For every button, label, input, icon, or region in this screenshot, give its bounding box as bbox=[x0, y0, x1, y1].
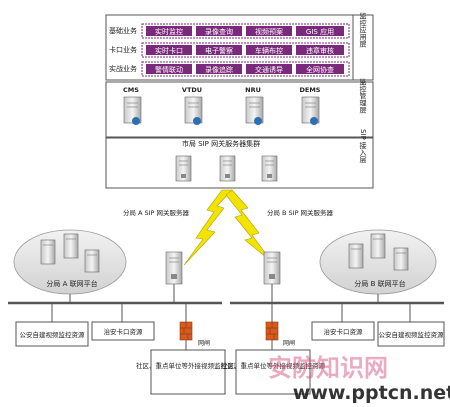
server-icon bbox=[84, 249, 100, 273]
right-box-2-text: 公安自建视频监控资源 bbox=[379, 330, 445, 339]
community-b-box: 社区、重点单位等外接视频监控资源 bbox=[221, 349, 326, 395]
server-icon bbox=[261, 155, 278, 182]
app-item: 视频预案 bbox=[255, 27, 283, 36]
app-item: 电子警察 bbox=[205, 46, 233, 55]
community-a-text: 社区、重点单位等外接视频监控资源 bbox=[136, 361, 241, 370]
app-row-2: 实时卡口 电子警察 车辆布控 违章审核 bbox=[146, 45, 344, 55]
bottom-right-box-1: 治安卡口资源 bbox=[311, 321, 375, 341]
server-label-vtdu: VTDU bbox=[182, 86, 202, 94]
bottom-left-box-1: 公安自建视频监控资源 bbox=[15, 321, 89, 347]
watermark-cn: 安防知识网 bbox=[268, 354, 388, 382]
server-icon bbox=[370, 233, 386, 259]
app-item: 交通诱导 bbox=[255, 65, 283, 74]
app-item: 实时卡口 bbox=[155, 46, 183, 55]
gate-b-label: 网闸 bbox=[283, 339, 295, 347]
bottom-left-box-2: 治安卡口资源 bbox=[91, 321, 155, 341]
sip-layer: SIP 接入层 市局 SIP 网关服务器集群 bbox=[105, 129, 374, 189]
server-icon bbox=[263, 251, 281, 285]
app-item: 违章审核 bbox=[306, 46, 334, 55]
sip-cluster-title: 市局 SIP 网关服务器集群 bbox=[182, 139, 260, 148]
app-row-3: 警情联动 录像追踪 交通诱导 全网协查 bbox=[146, 64, 344, 74]
server-icon bbox=[165, 251, 183, 285]
branch-b-platform: 分局 B 联网平台 bbox=[354, 279, 405, 288]
app-item: 录像查询 bbox=[205, 27, 233, 36]
app-row-name-2: 卡口业务 bbox=[109, 45, 137, 54]
branch-a: 分局 A SIP 网关服务器 分局 A 联网平台 bbox=[13, 208, 190, 302]
gate-a-label: 网闸 bbox=[198, 339, 210, 347]
server-icon bbox=[63, 233, 79, 259]
bottom-right-box-2: 公安自建视频监控资源 bbox=[377, 321, 445, 347]
app-layer: 监控应用层 基础业务 实时监控 录像查询 视频预案 GIS 应用 卡口业务 实时… bbox=[105, 12, 374, 81]
wireless-link-a-icon bbox=[183, 189, 233, 266]
mgmt-layer-label: 监控管理层 bbox=[359, 78, 367, 115]
wireless-link-b-icon bbox=[225, 189, 273, 263]
branch-b: 分局 B SIP 网关服务器 分局 B 联网平台 bbox=[263, 208, 437, 302]
app-row-name-3: 实战业务 bbox=[109, 64, 137, 73]
server-icon bbox=[393, 247, 409, 271]
branch-b-label-line: 分局 B SIP 网关服务器 bbox=[267, 208, 334, 217]
left-box-2-text: 治安卡口资源 bbox=[104, 327, 144, 336]
firewall-a-icon bbox=[179, 321, 193, 341]
app-item: 警情联动 bbox=[155, 65, 183, 74]
firewall-b-icon bbox=[265, 321, 279, 341]
watermark-url: www.pptcn.net bbox=[293, 382, 450, 404]
branch-a-server-label: 分局 A SIP 网关服务器 bbox=[123, 208, 190, 217]
watermark: 安防知识网 www.pptcn.net bbox=[268, 354, 450, 404]
cloud-a: 分局 A 联网平台 bbox=[13, 229, 127, 295]
server-icon bbox=[219, 155, 236, 182]
app-item: 全网协查 bbox=[306, 65, 334, 74]
community-a-box: 社区、重点单位等外接视频监控资源 bbox=[136, 349, 241, 395]
app-layer-label: 监控应用层 bbox=[359, 12, 367, 49]
app-item: GIS 应用 bbox=[306, 27, 334, 36]
server-icon bbox=[123, 96, 142, 125]
mgmt-layer: 监控管理层 CMS VTDU NRU DEMS bbox=[105, 78, 374, 138]
server-icon bbox=[184, 96, 203, 125]
left-box-1-text: 公安自建视频监控资源 bbox=[20, 330, 86, 339]
server-icon bbox=[301, 96, 320, 125]
app-row-1: 实时监控 录像查询 视频预案 GIS 应用 bbox=[146, 26, 344, 36]
branch-a-label-line: 分局 A SIP 网关服务器 bbox=[123, 208, 190, 217]
sip-layer-label: SIP 接入层 bbox=[359, 129, 367, 164]
app-item: 实时监控 bbox=[155, 27, 183, 36]
server-label-cms: CMS bbox=[123, 86, 139, 94]
community-b-text: 社区、重点单位等外接视频监控资源 bbox=[221, 361, 326, 370]
right-box-1-text: 治安卡口资源 bbox=[324, 327, 364, 336]
app-item: 车辆布控 bbox=[255, 46, 283, 55]
branch-a-platform: 分局 A 联网平台 bbox=[46, 279, 97, 288]
server-label-nru: NRU bbox=[245, 86, 261, 94]
server-icon bbox=[175, 155, 192, 182]
server-icon bbox=[348, 243, 364, 269]
cloud-b: 分局 B 联网平台 bbox=[319, 229, 437, 295]
branch-b-server-label: 分局 B SIP 网关服务器 bbox=[267, 208, 334, 217]
app-item: 录像追踪 bbox=[205, 65, 233, 74]
server-icon bbox=[40, 239, 56, 265]
server-label-dems: DEMS bbox=[300, 86, 321, 94]
server-icon bbox=[245, 96, 264, 125]
app-row-name-1: 基础业务 bbox=[109, 26, 137, 35]
